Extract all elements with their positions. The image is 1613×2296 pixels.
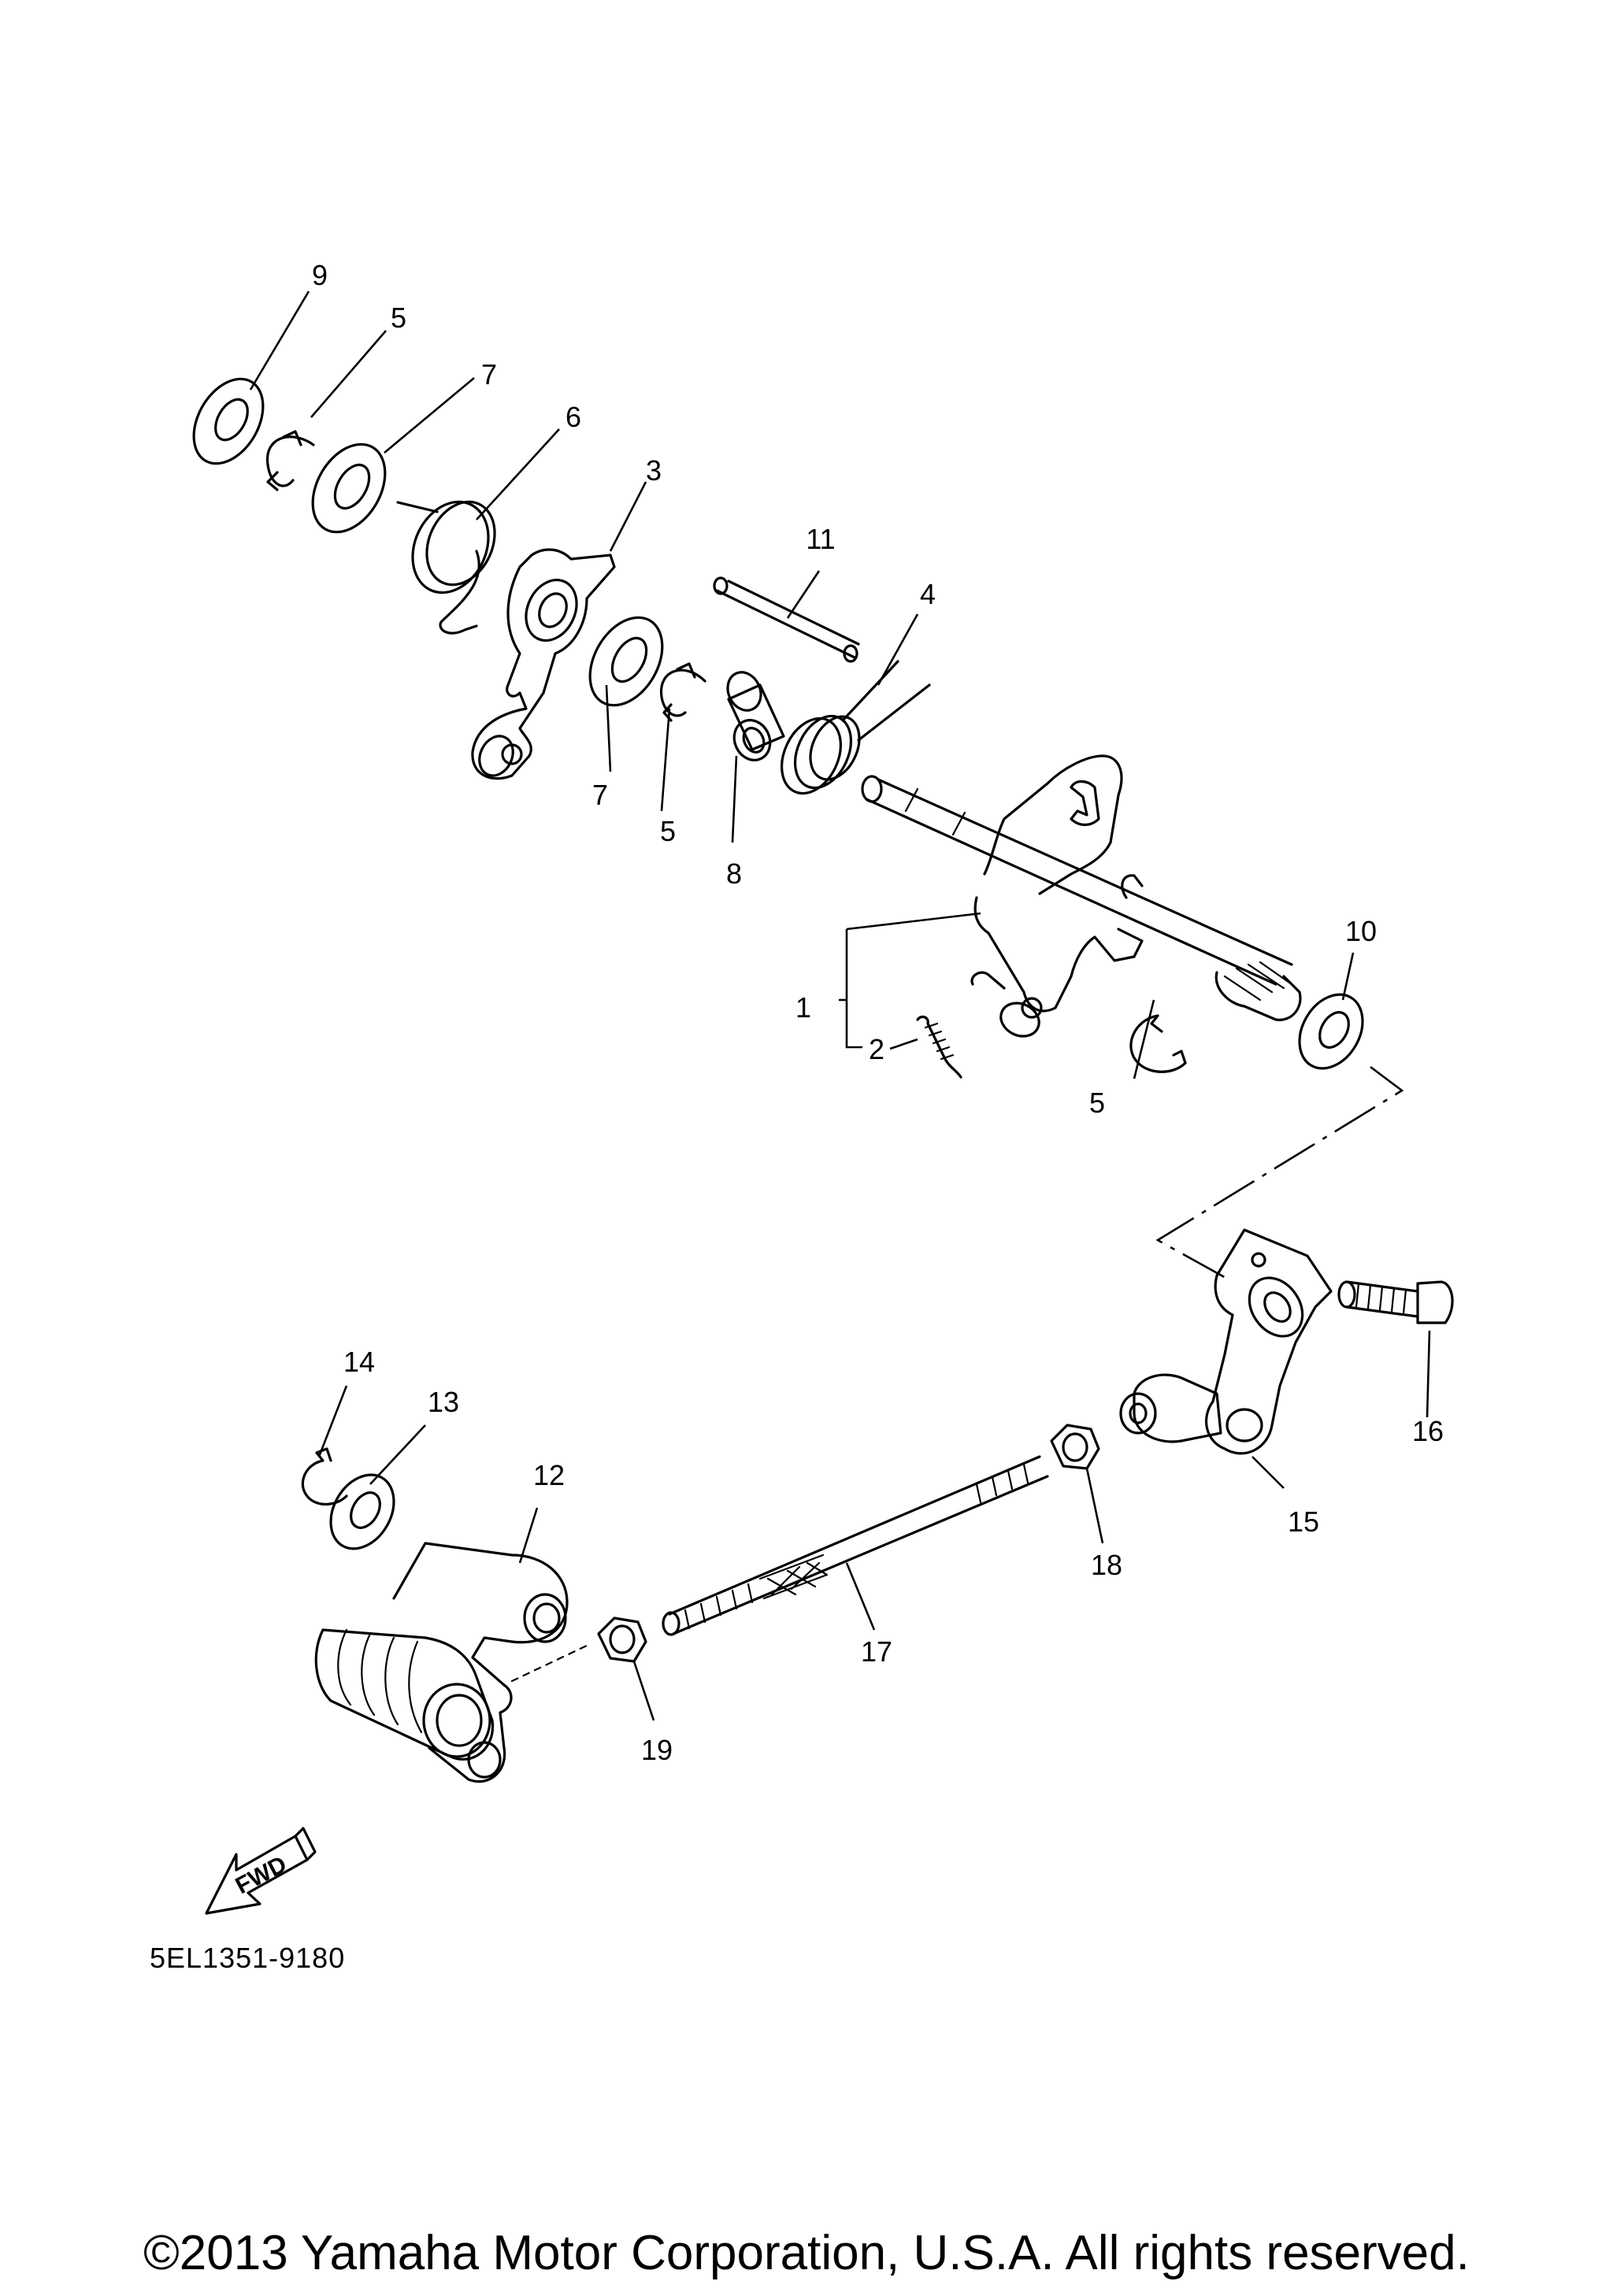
callout-4: 4 — [920, 578, 936, 610]
washer-part-9 — [192, 377, 265, 465]
washer-part-7-top — [311, 443, 387, 534]
callout-5-lower: 5 — [1089, 1087, 1105, 1119]
callout-2: 2 — [869, 1033, 884, 1065]
bolt-part-16 — [1337, 1280, 1454, 1324]
callout-11: 11 — [806, 523, 835, 555]
callout-17: 17 — [861, 1635, 892, 1668]
pin-part-11 — [713, 576, 860, 663]
shift-pedal-part-12 — [314, 1542, 588, 1783]
spring-part-2 — [916, 1015, 962, 1079]
callout-9: 9 — [312, 259, 328, 291]
callout-12: 12 — [533, 1459, 565, 1491]
collar-part-8 — [726, 671, 785, 761]
assembly-line — [1155, 1065, 1404, 1281]
copyright-notice: ©2013 Yamaha Motor Corporation, U.S.A. A… — [143, 2226, 1470, 2280]
callout-16: 16 — [1412, 1415, 1444, 1447]
shift-arm-part-3 — [471, 548, 616, 780]
callout-7-top: 7 — [481, 358, 497, 391]
circlip-part-5-middle — [659, 662, 706, 722]
spring-part-4 — [781, 660, 931, 795]
nut-part-18 — [1050, 1424, 1100, 1470]
callout-7-middle: 7 — [592, 779, 608, 811]
callout-5-top: 5 — [391, 302, 406, 334]
shift-rod-part-17 — [662, 1455, 1049, 1636]
callout-15: 15 — [1288, 1505, 1319, 1538]
callout-1: 1 — [795, 991, 811, 1024]
washer-part-7-middle — [588, 616, 664, 707]
callout-14: 14 — [343, 1346, 375, 1378]
leader-lines — [249, 291, 1431, 1721]
fwd-label: FWD — [232, 1851, 291, 1899]
callout-18: 18 — [1091, 1549, 1122, 1581]
nut-part-19 — [597, 1616, 647, 1663]
shift-shaft-part-1 — [861, 754, 1302, 1038]
callout-13: 13 — [428, 1386, 459, 1418]
callout-19: 19 — [641, 1734, 673, 1766]
diagram-code: 5EL1351-9180 — [150, 1942, 346, 1974]
callout-5-middle: 5 — [660, 815, 676, 847]
fwd-arrow-icon: FWD — [205, 1827, 317, 1915]
callout-6: 6 — [565, 401, 581, 433]
washer-part-10 — [1298, 993, 1364, 1070]
circlip-part-5-lower — [1129, 1014, 1187, 1073]
callout-3: 3 — [646, 454, 662, 487]
washer-part-13 — [329, 1473, 395, 1550]
callout-10: 10 — [1345, 915, 1377, 947]
circlip-part-5-top — [265, 430, 315, 491]
shift-lever-part-15 — [1119, 1228, 1333, 1455]
callout-8: 8 — [726, 857, 742, 890]
spring-part-6 — [396, 500, 496, 635]
